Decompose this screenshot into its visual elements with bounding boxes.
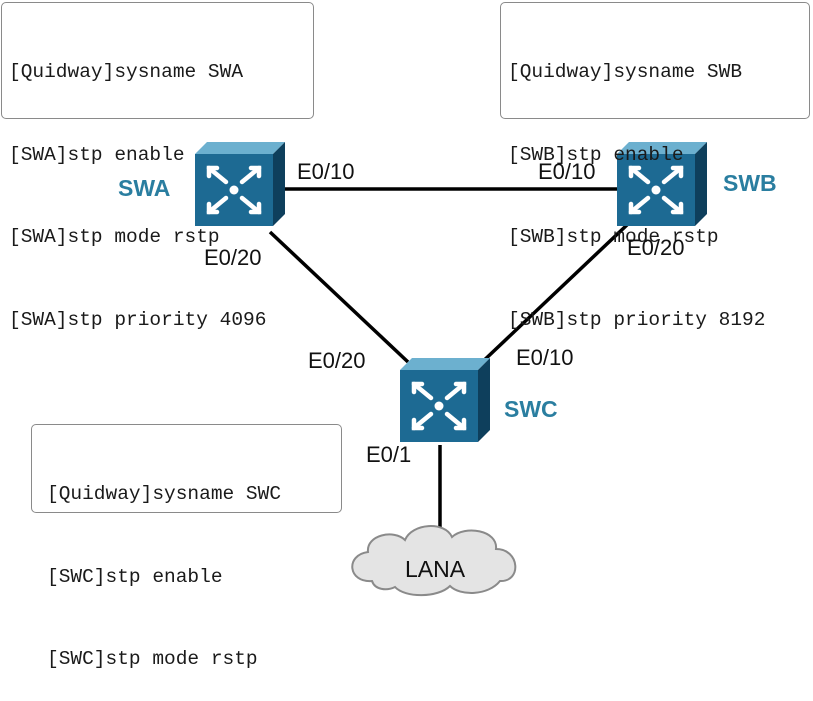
swc-name-label: SWC xyxy=(504,396,558,422)
port-label-swc-e0-20: E0/20 xyxy=(308,348,366,373)
swb-config-box: [Quidway]sysname SWB [SWB]stp enable [SW… xyxy=(500,2,810,331)
port-label-swc-e0-10: E0/10 xyxy=(516,345,574,370)
config-line: [SWB]stp priority 8192 xyxy=(508,308,766,331)
config-line: [SWB]stp mode rstp xyxy=(508,226,719,248)
swa-config-box: [Quidway]sysname SWA [SWA]stp enable [SW… xyxy=(1,2,314,331)
port-label-swa-e0-10: E0/10 xyxy=(297,159,355,184)
port-label-swb-e0-20: E0/20 xyxy=(627,235,685,260)
swb-name-label: SWB xyxy=(723,170,777,196)
links xyxy=(268,187,630,530)
swc-switch-icon xyxy=(400,358,490,442)
config-line: [Quidway]sysname SWB xyxy=(508,61,743,83)
link-swa-swc xyxy=(268,230,410,364)
config-line: [SWC]stp mode rstp xyxy=(47,648,258,670)
swa-name-label: SWA xyxy=(118,175,171,201)
cloud-icon xyxy=(351,525,517,597)
config-line: [SWA]stp mode rstp xyxy=(9,226,220,248)
config-line: [Quidway]sysname SWC xyxy=(47,483,282,505)
port-label-swb-e0-10: E0/10 xyxy=(538,159,596,184)
port-label-swc-e0-1: E0/1 xyxy=(366,442,412,467)
config-line: [SWB]stp enable xyxy=(508,143,684,166)
config-line: [SWA]stp priority 4096 xyxy=(9,308,267,331)
lan-label: LANA xyxy=(405,556,466,582)
swc-config-box: [Quidway]sysname SWC [SWC]stp enable [SW… xyxy=(31,424,342,670)
config-line: [Quidway]sysname SWA xyxy=(9,61,244,83)
config-line: [SWA]stp enable xyxy=(9,143,185,166)
config-line: [SWC]stp enable xyxy=(47,565,223,588)
link-swb-swc xyxy=(476,222,630,368)
topology-diagram xyxy=(0,0,813,597)
port-label-swa-e0-20: E0/20 xyxy=(204,245,262,270)
